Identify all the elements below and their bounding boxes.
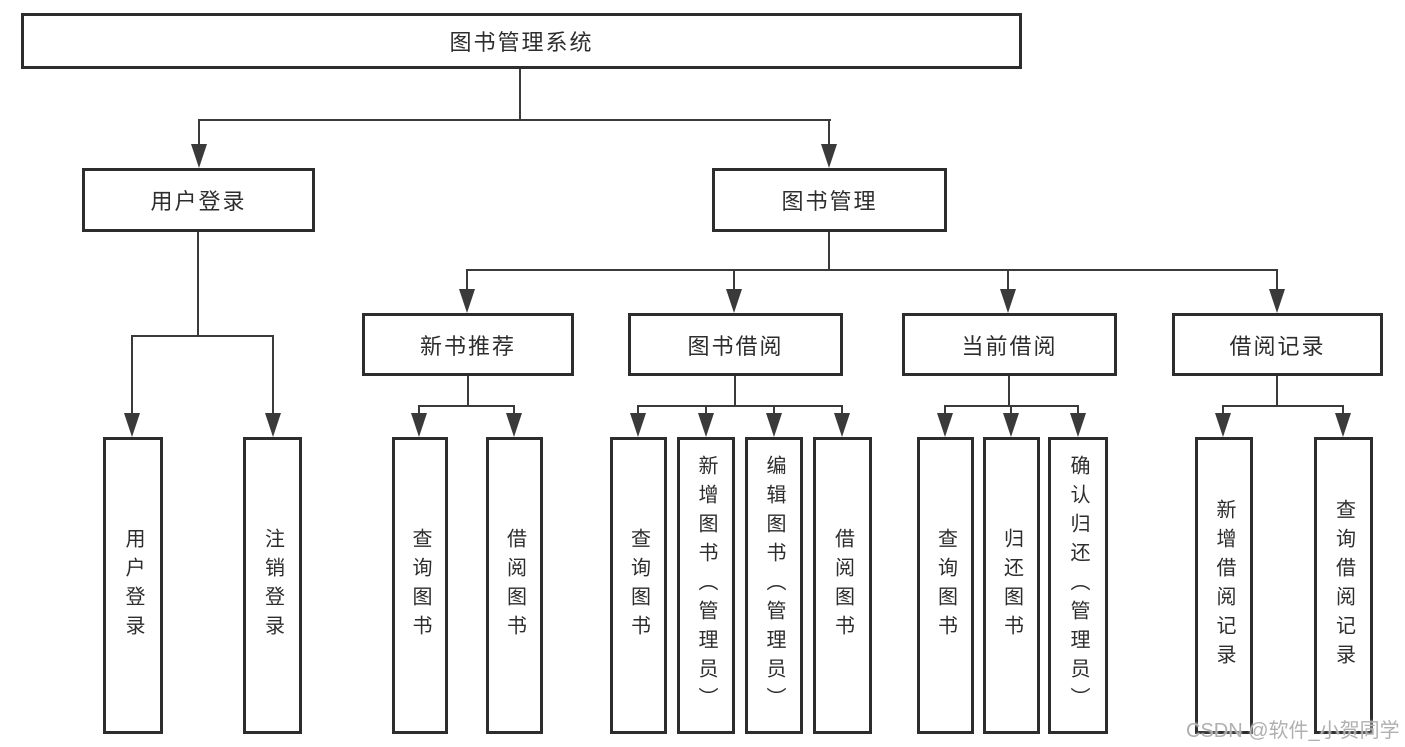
connector-new-book-stem xyxy=(467,376,469,407)
arrowhead-leaf-confirm-return xyxy=(1070,413,1086,437)
connector-to-book-management xyxy=(828,119,830,147)
connector-to-leaf-query-books-borrow xyxy=(637,405,639,417)
arrowhead-leaf-edit-book xyxy=(766,413,782,437)
arrowhead-user-login xyxy=(191,144,207,168)
leaf-borrow-books-borrow: 借阅图书 xyxy=(813,437,872,734)
connector-user-login-branch xyxy=(131,335,273,337)
connector-to-borrow-records xyxy=(1276,269,1278,293)
connector-book-borrow-stem xyxy=(734,376,736,407)
arrowhead-new-book-recommend xyxy=(459,289,475,313)
arrowhead-leaf-add-borrow-record xyxy=(1215,413,1231,437)
arrowhead-leaf-query-borrow-record xyxy=(1335,413,1351,437)
leaf-user-login: 用户登录 xyxy=(103,437,163,734)
arrowhead-book-borrow xyxy=(726,289,742,313)
node-borrow-records: 借阅记录 xyxy=(1172,313,1383,376)
leaf-add-book-admin: 新增图书（管理员） xyxy=(677,437,735,734)
connector-to-leaf-add-book xyxy=(705,405,707,417)
connector-current-borrow-stem xyxy=(1008,376,1010,407)
node-book-borrow: 图书借阅 xyxy=(628,313,843,376)
connector-to-leaf-query-books-current xyxy=(944,405,946,417)
connector-borrow-records-stem xyxy=(1276,376,1278,407)
connector-to-leaf-borrow-books-recommend xyxy=(513,405,515,417)
connector-to-book-borrow xyxy=(733,269,735,293)
leaf-add-borrow-record: 新增借阅记录 xyxy=(1195,437,1253,734)
arrowhead-leaf-logout xyxy=(265,413,281,437)
arrowhead-leaf-query-books-recommend xyxy=(411,413,427,437)
node-root: 图书管理系统 xyxy=(21,13,1022,69)
connector-to-leaf-user-login xyxy=(131,335,133,417)
connector-new-book-branch xyxy=(418,405,515,407)
leaf-borrow-books-recommend: 借阅图书 xyxy=(486,437,543,734)
node-user-login: 用户登录 xyxy=(82,168,315,232)
leaf-query-books-borrow: 查询图书 xyxy=(610,437,667,734)
arrowhead-leaf-query-books-current xyxy=(937,413,953,437)
node-new-book-recommend: 新书推荐 xyxy=(362,313,574,376)
connector-to-leaf-edit-book xyxy=(773,405,775,417)
connector-to-new-book-recommend xyxy=(466,269,468,293)
leaf-edit-book-admin: 编辑图书（管理员） xyxy=(745,437,803,734)
connector-to-current-borrow xyxy=(1007,269,1009,293)
connector-to-leaf-query-borrow-record xyxy=(1342,405,1344,417)
connector-book-borrow-branch xyxy=(637,405,843,407)
node-book-management: 图书管理 xyxy=(712,168,947,232)
connector-to-leaf-logout xyxy=(272,335,274,417)
connector-level2-branch xyxy=(198,119,831,121)
connector-book-management-stem xyxy=(828,232,830,271)
arrowhead-leaf-query-books-borrow xyxy=(630,413,646,437)
connector-to-leaf-return-book xyxy=(1010,405,1012,417)
connector-level3-branch xyxy=(466,269,1278,271)
arrowhead-leaf-user-login xyxy=(124,413,140,437)
leaf-confirm-return-admin: 确认归还（管理员） xyxy=(1048,437,1108,734)
arrowhead-book-management xyxy=(821,144,837,168)
leaf-return-book: 归还图书 xyxy=(983,437,1040,734)
arrowhead-current-borrow xyxy=(1000,289,1016,313)
arrowhead-leaf-borrow-books-borrow xyxy=(834,413,850,437)
connector-to-leaf-add-borrow-record xyxy=(1222,405,1224,417)
connector-user-login-stem xyxy=(197,232,199,337)
csdn-watermark: CSDN @软件_小贺同学 xyxy=(1186,720,1400,742)
arrowhead-leaf-borrow-books-recommend xyxy=(506,413,522,437)
arrowhead-leaf-return-book xyxy=(1003,413,1019,437)
node-current-borrow: 当前借阅 xyxy=(902,313,1117,376)
connector-to-user-login xyxy=(198,119,200,147)
leaf-logout: 注销登录 xyxy=(243,437,302,734)
connector-borrow-records-branch xyxy=(1222,405,1344,407)
arrowhead-leaf-add-book xyxy=(698,413,714,437)
leaf-query-borrow-record: 查询借阅记录 xyxy=(1314,437,1373,734)
connector-to-leaf-borrow-books-borrow xyxy=(841,405,843,417)
connector-root-stem xyxy=(519,69,521,121)
connector-to-leaf-query-books-recommend xyxy=(418,405,420,417)
leaf-query-books-recommend: 查询图书 xyxy=(392,437,448,734)
arrowhead-borrow-records xyxy=(1269,289,1285,313)
connector-to-leaf-confirm-return xyxy=(1077,405,1079,417)
leaf-query-books-current: 查询图书 xyxy=(917,437,974,734)
